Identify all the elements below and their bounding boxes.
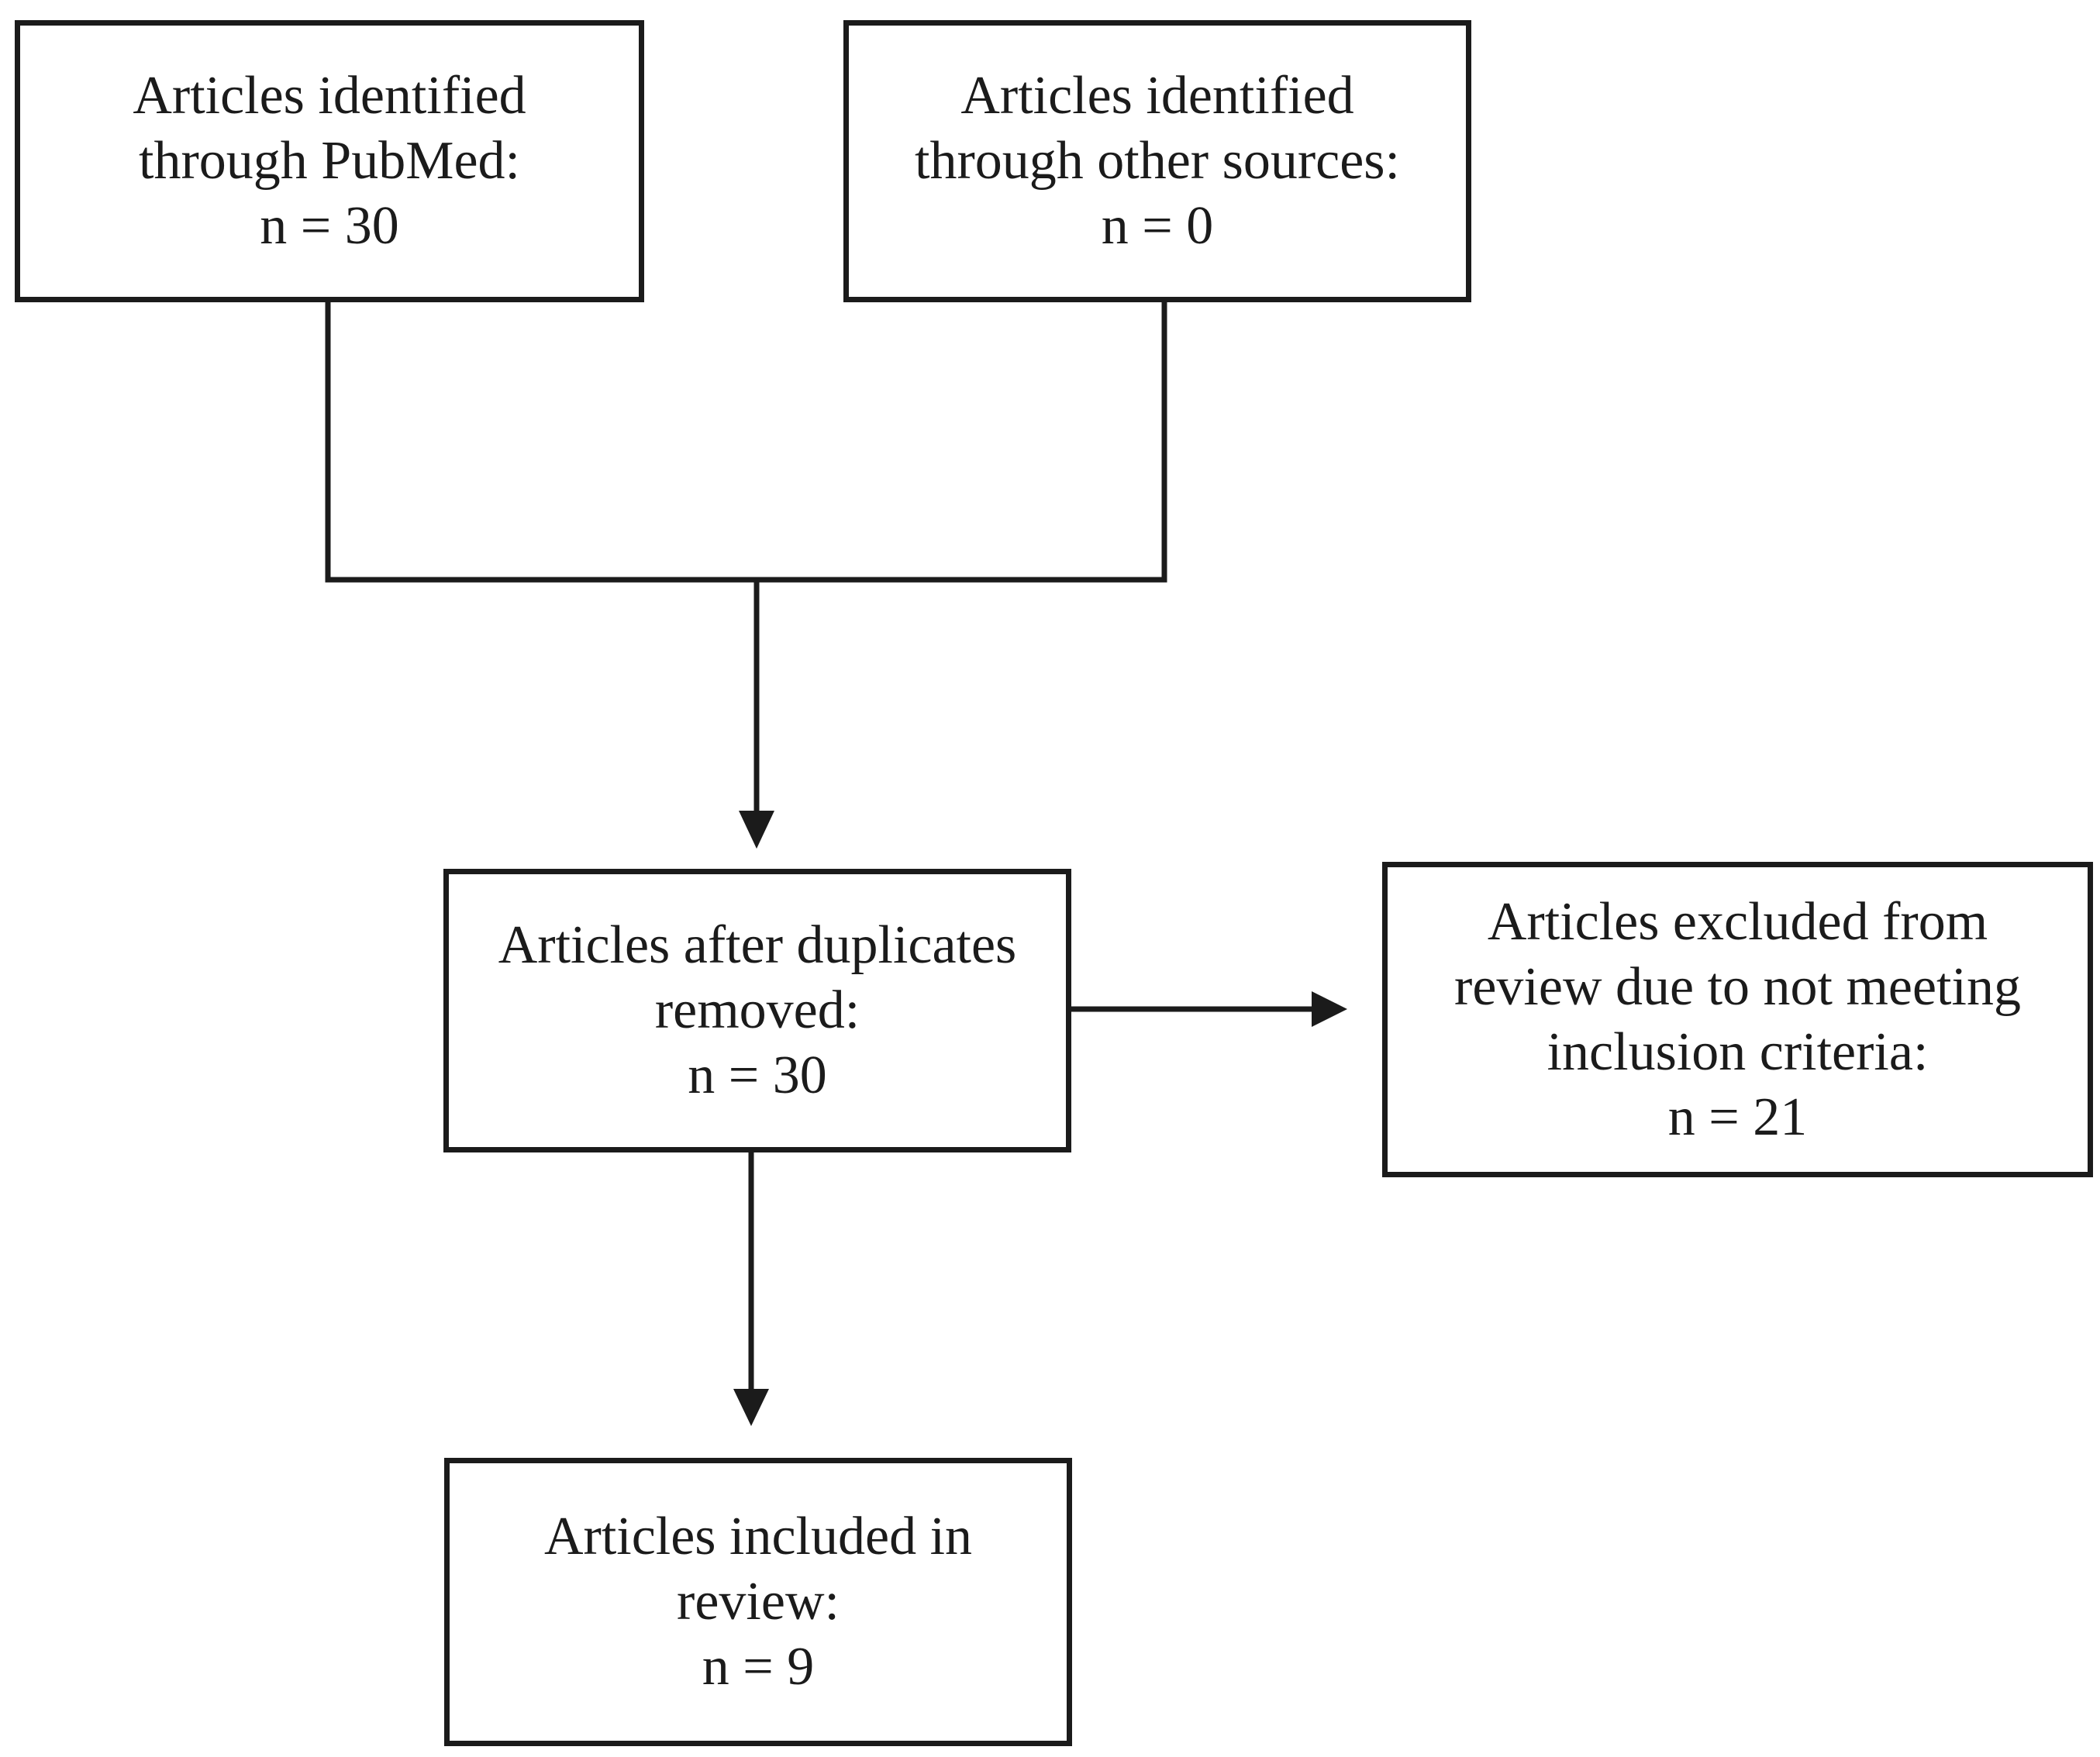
box-text-line: Articles included in <box>543 1507 973 1566</box>
box-articles-excluded: Articles excluded from review due to not… <box>1382 862 2093 1177</box>
count-label: n = 30 <box>260 196 399 256</box>
arrowhead-to-excluded <box>1312 991 1347 1027</box>
box-text-line: Articles identified <box>960 66 1354 126</box>
box-text-line: removed: <box>654 980 860 1040</box>
box-text-line: review due to not meeting <box>1454 956 2021 1017</box>
box-text-line: through other sources: <box>915 131 1400 191</box>
box-text-line: inclusion criteria: <box>1547 1021 1929 1082</box>
box-text-line: Articles excluded from <box>1487 891 1988 952</box>
count-label: n = 21 <box>1667 1087 1808 1147</box>
arrowhead-to-included <box>733 1389 769 1426</box>
box-text-line: review: <box>677 1572 840 1631</box>
count-label: n = 0 <box>1101 196 1214 256</box>
box-articles-after-duplicates: Articles after duplicates removed: n = 3… <box>443 869 1071 1152</box>
arrowhead-to-dedup <box>739 811 774 849</box>
box-text-line: Articles after duplicates <box>498 915 1017 975</box>
box-text-line: Articles identified <box>133 66 526 126</box>
count-label: n = 9 <box>702 1637 815 1697</box>
box-text-line: through PubMed: <box>139 131 520 191</box>
box-articles-pubmed: Articles identified through PubMed: n = … <box>15 20 644 302</box>
count-label: n = 30 <box>688 1046 827 1105</box>
box-articles-included: Articles included in review: n = 9 <box>444 1458 1072 1746</box>
box-articles-other-sources: Articles identified through other source… <box>843 20 1471 302</box>
